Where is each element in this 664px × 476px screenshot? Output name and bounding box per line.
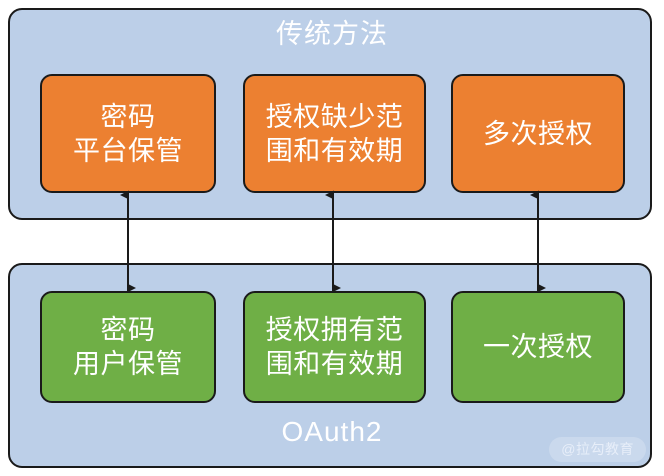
- label-line-2: 围和有效期: [265, 135, 404, 166]
- box-scope-present-label: 授权拥有范 围和有效期: [266, 313, 404, 381]
- label-line-2: 用户保管: [73, 349, 183, 379]
- watermark: @拉勾教育: [549, 437, 646, 462]
- box-password-platform-label: 密码 平台保管: [73, 100, 183, 168]
- box-password-user[interactable]: 密码 用户保管: [40, 291, 216, 403]
- box-scope-present[interactable]: 授权拥有范 围和有效期: [243, 291, 426, 403]
- label-line-2: 平台保管: [73, 135, 183, 166]
- label-line-1: 授权拥有范: [265, 315, 404, 345]
- box-scope-missing-label: 授权缺少范 围和有效期: [266, 100, 404, 168]
- box-single-auth-label: 一次授权: [483, 330, 593, 364]
- group-traditional-title: 传统方法: [276, 19, 388, 49]
- box-password-platform[interactable]: 密码 平台保管: [40, 74, 216, 193]
- box-single-auth[interactable]: 一次授权: [451, 291, 625, 403]
- label-line-2: 围和有效期: [265, 349, 404, 379]
- box-password-user-label: 密码 用户保管: [73, 313, 183, 381]
- label-line-1: 一次授权: [483, 332, 593, 362]
- label-line-1: 多次授权: [483, 118, 593, 149]
- box-scope-missing[interactable]: 授权缺少范 围和有效期: [243, 74, 426, 193]
- label-line-1: 授权缺少范: [265, 101, 404, 132]
- box-multi-auth[interactable]: 多次授权: [451, 74, 625, 193]
- label-line-1: 密码: [100, 315, 156, 345]
- label-line-1: 密码: [100, 101, 156, 132]
- group-oauth2-title: OAuth2: [281, 416, 383, 447]
- box-multi-auth-label: 多次授权: [483, 117, 593, 151]
